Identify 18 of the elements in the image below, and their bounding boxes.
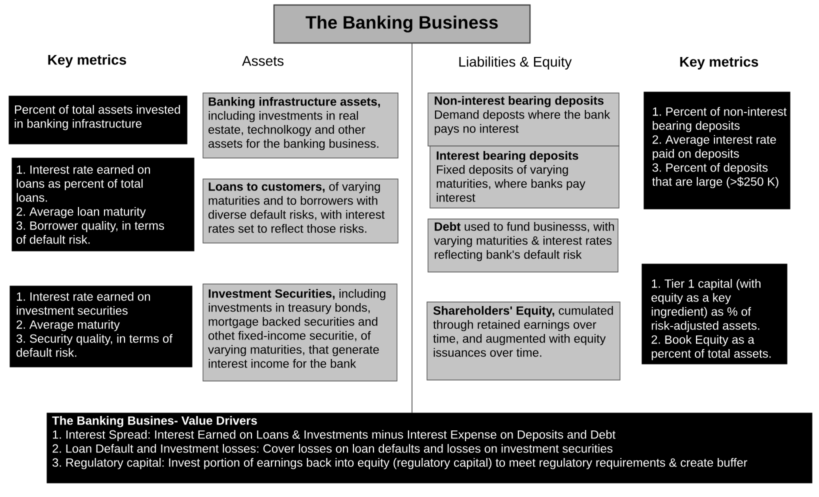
description-box: Debt used to fund businesss, with varying maturities & interest rates reflecting bank's default risk bbox=[428, 218, 618, 272]
metrics-box: 1. Interest rate earned on investment securities 2. Average maturity 3. Security quality, in terms of default risk. bbox=[10, 286, 192, 368]
title-box: The Banking Business bbox=[273, 4, 531, 44]
description-box: Shareholders' Equity, cumulated through retained earnings over time, and augmented with equity issuances over time. bbox=[426, 302, 620, 380]
description-box: Investment Securities, including investments in treasury bonds, mortgage backed securities and othet fixed-income securitie, of varying maturities, that generate interest income for the bank bbox=[202, 284, 398, 382]
value-drivers-box: The Banking Busines- Value Drivers 1. Interest Spread: Interest Earned on Loans & Investments minus Interest Expense on Deposits and Debt 2. Loan Default and Investment losses: Cover losses on loan defaults and losses on investment securities 3. Regulatory capital: Invest portion of earnings back into equity (regulatory capital) to meet regulatory requirements & create buffer bbox=[46, 412, 812, 484]
metrics-box: 1. Interest rate earned on loans as percent of total loans. 2. Average loan maturity 3. Borrower quality, in terms of default risk. bbox=[12, 158, 194, 252]
column-heading: Liabilities & Equity bbox=[459, 56, 572, 70]
description-box: Interest bearing deposits Fixed deposits of varying maturities, where banks pay interest bbox=[430, 146, 620, 208]
column-heading: Assets bbox=[242, 56, 284, 66]
description-box: Banking infrastructure assets, including investments in real estate, technolkogy and other assets for the banking business. bbox=[202, 92, 398, 158]
metrics-box: 1. Tier 1 capital (with equity as a key ingredient) as % of risk-adjusted assets. 2. Book Equity as a percent of total assets. bbox=[642, 264, 788, 364]
metrics-box: Percent of total assets invested in banking infrastructure bbox=[8, 96, 188, 144]
column-heading: Key metrics bbox=[680, 56, 758, 70]
metrics-box: 1. Percent of non-interest bearing deposits 2. Average interest rate paid on deposits 3. Percent of deposits that are large (>$250 K) bbox=[644, 92, 790, 210]
column-heading: Key metrics bbox=[48, 54, 126, 68]
description-box: Loans to customers, of varying maturities and to borrowers with diverse default risks, with interest rates set to reflect those risks. bbox=[202, 178, 398, 244]
description-box: Non-interest bearing deposits Demand deposts where the bank pays no interest bbox=[428, 92, 620, 146]
